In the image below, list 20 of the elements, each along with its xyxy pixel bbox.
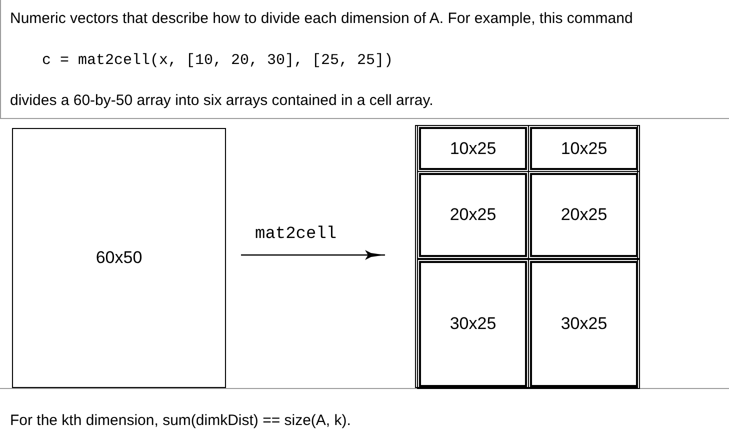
array-block xyxy=(12,128,226,388)
cell-array-grid xyxy=(415,125,638,388)
size-label: 10x25 xyxy=(450,138,496,158)
size-label: 20x25 xyxy=(450,205,496,225)
body-text: For the kth dimension, sum(dimkDist) == size(A, k). xyxy=(10,412,351,429)
array-cell xyxy=(530,261,638,387)
array-cell xyxy=(530,173,638,257)
size-label: 20x25 xyxy=(560,205,608,225)
edge-label: mat2cell xyxy=(255,225,337,244)
size-label: 60x50 xyxy=(96,248,142,268)
array-cell xyxy=(419,261,527,387)
array-cell xyxy=(530,127,638,170)
body-text: divides a 60-by-50 array into six arrays contained in a cell array. xyxy=(10,92,434,109)
array-cell xyxy=(419,127,527,170)
array-cell xyxy=(419,173,527,257)
size-label: 30x25 xyxy=(560,314,608,334)
size-label: 10x25 xyxy=(560,138,608,158)
code-line: c = mat2cell(x, [10, 20, 30], [25, 25]) xyxy=(42,52,394,69)
body-text: Numeric vectors that describe how to divide each dimension of A. For example, this command xyxy=(10,10,633,27)
size-label: 30x25 xyxy=(450,314,496,334)
